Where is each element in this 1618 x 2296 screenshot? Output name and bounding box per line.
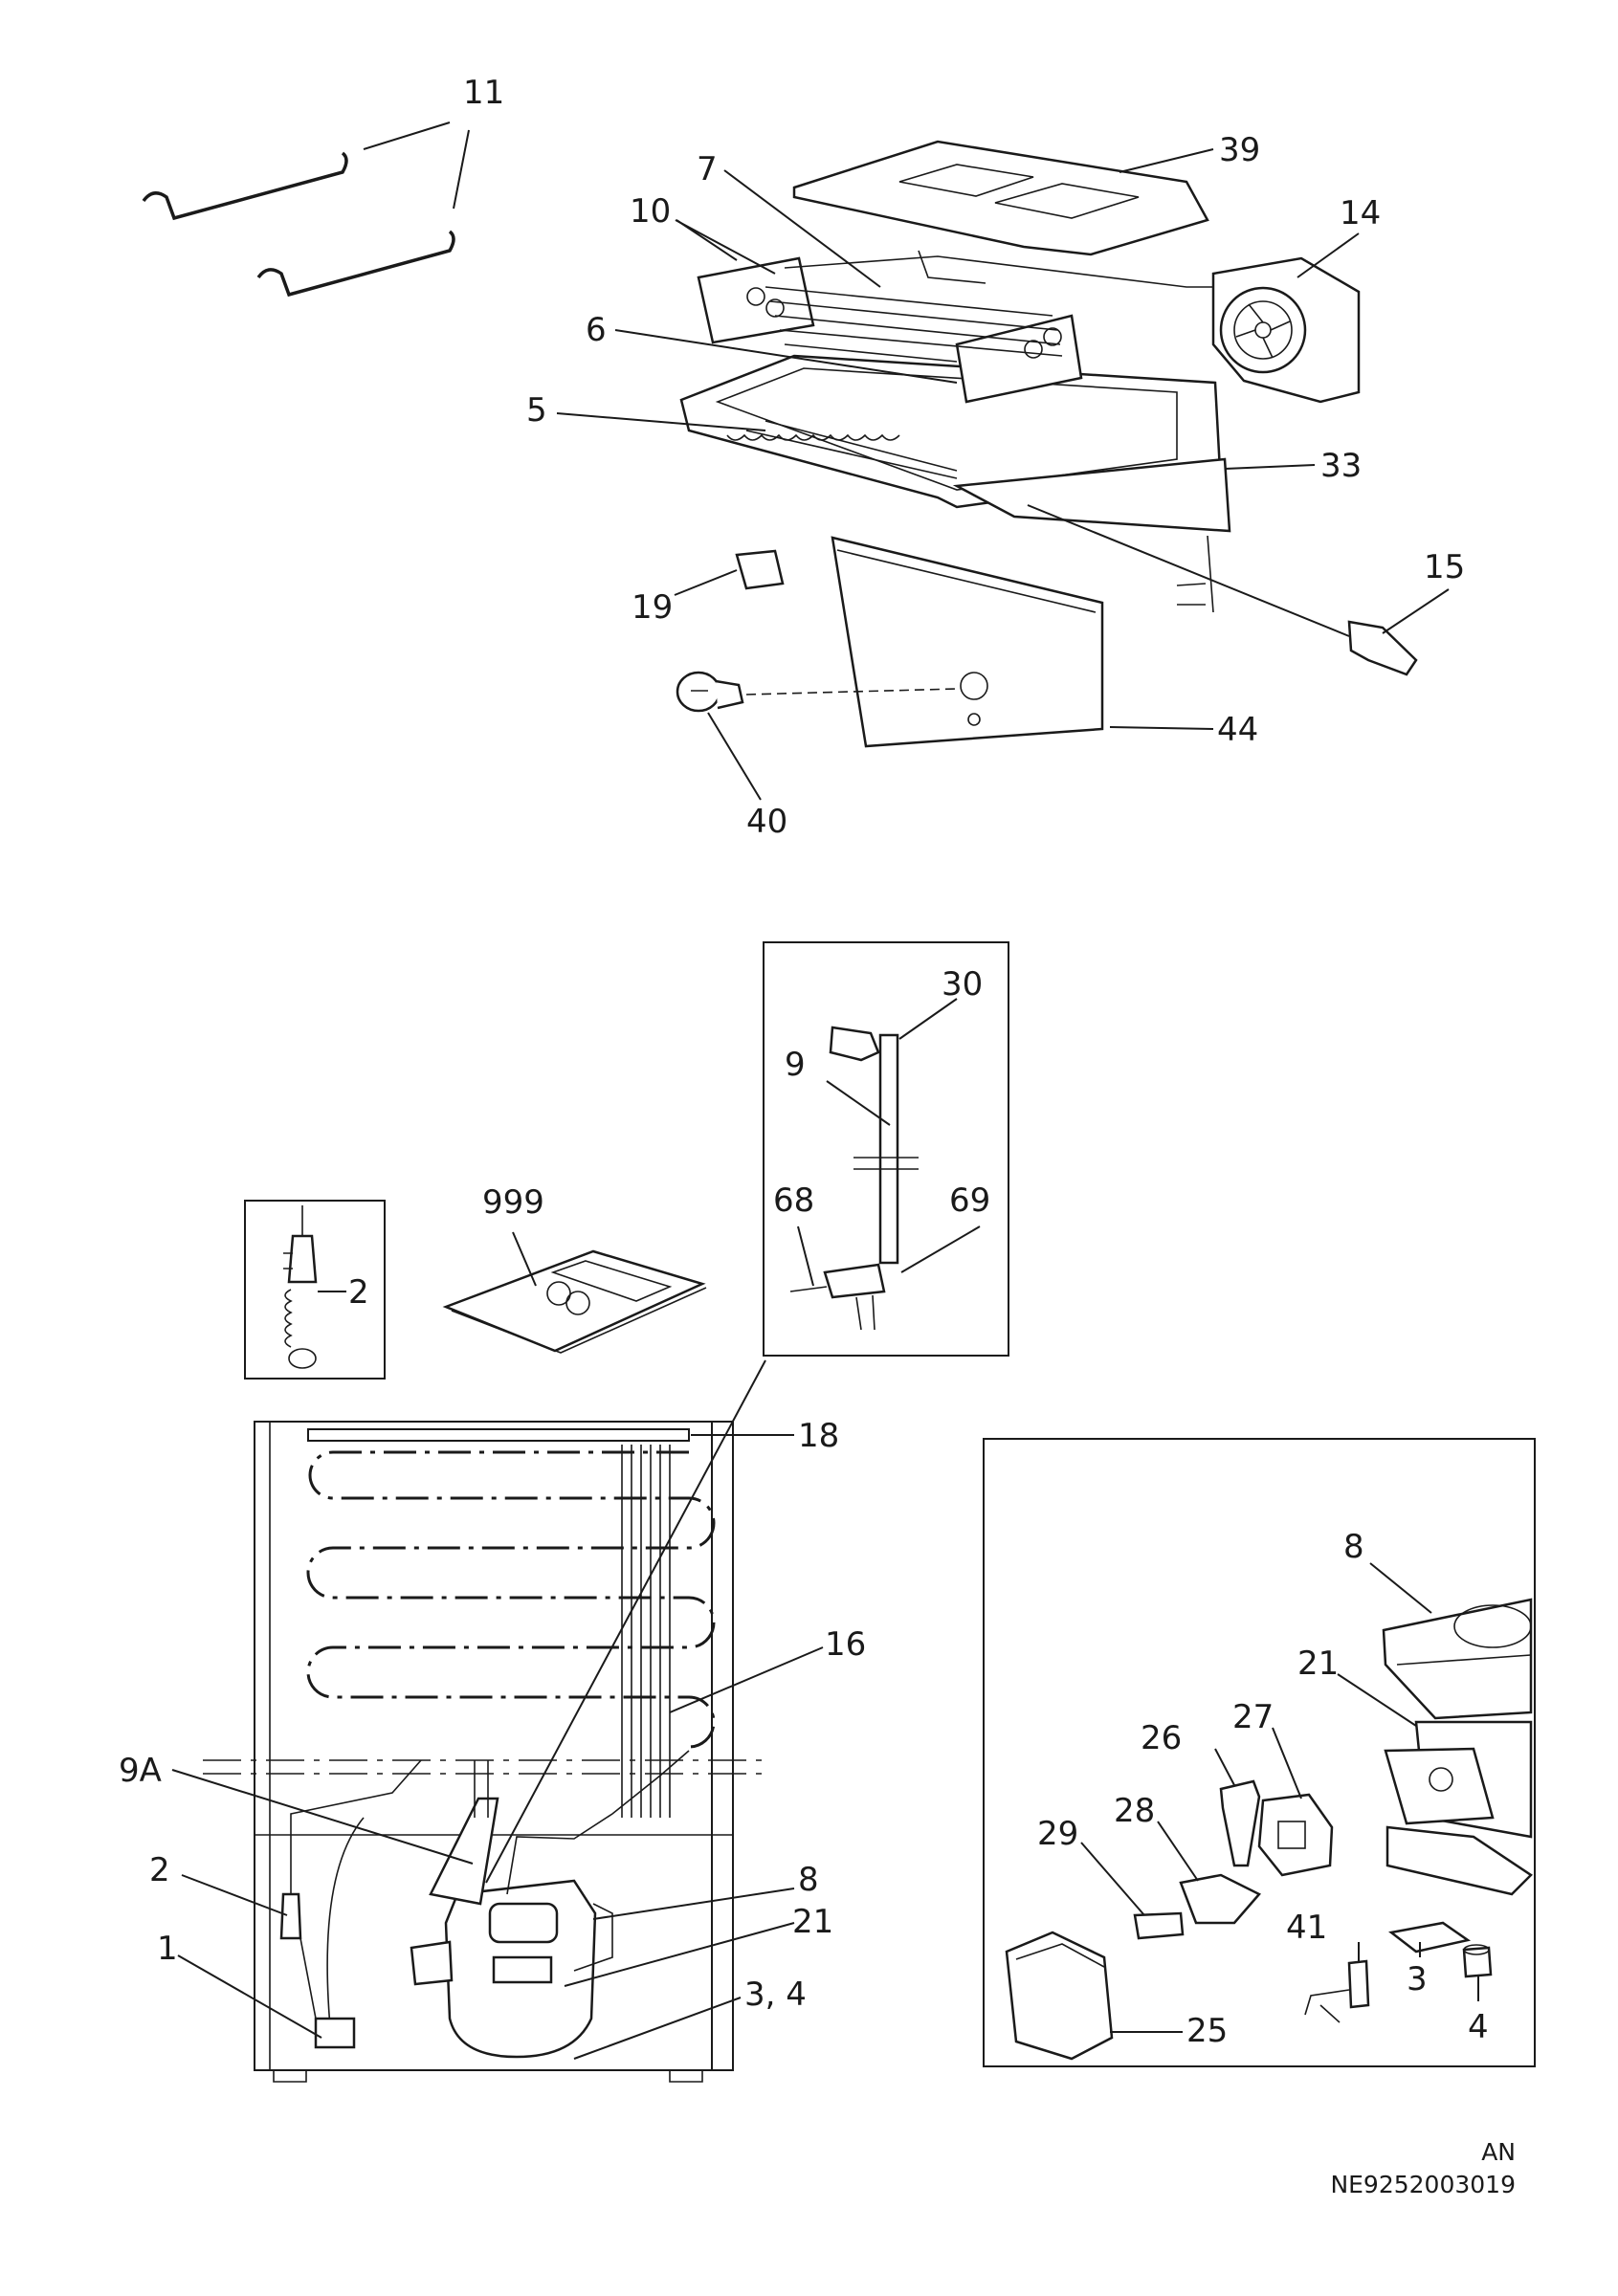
top-labels: 11 39 7 10 14 6 5 33 15 19 44 40 xyxy=(463,74,1465,841)
label-5: 5 xyxy=(526,391,547,430)
label-999: 999 xyxy=(482,1183,544,1222)
label-16: 16 xyxy=(825,1625,866,1664)
label-3-4: 3, 4 xyxy=(744,1976,807,2014)
evaporator-assembly xyxy=(142,121,1450,801)
evaporator-coil-part xyxy=(556,169,1215,431)
knob-part xyxy=(676,671,958,801)
label-9: 9 xyxy=(785,1046,806,1084)
label-26: 26 xyxy=(1141,1719,1182,1757)
footer-code-number: NE9252003019 xyxy=(1330,2171,1516,2198)
label-40: 40 xyxy=(746,803,787,841)
label-11: 11 xyxy=(463,74,504,112)
front-panel-part xyxy=(831,536,1214,748)
footer-codes: AN NE9252003019 xyxy=(1330,2138,1516,2198)
label-2: 2 xyxy=(149,1851,170,1889)
label-15: 15 xyxy=(1424,548,1465,586)
label-8: 8 xyxy=(798,1861,819,1899)
fan-housing-part xyxy=(1211,232,1361,404)
label-39: 39 xyxy=(1219,131,1260,169)
tube-inset: 30 9 68 69 xyxy=(763,941,1009,1357)
label-7: 7 xyxy=(697,150,718,188)
label-25: 25 xyxy=(1186,2012,1228,2050)
footer-code-an: AN xyxy=(1481,2138,1516,2166)
top-cover-part xyxy=(792,140,1214,256)
manual-booklet: 999 xyxy=(442,1183,707,1354)
thermostat-inset: 2 xyxy=(244,1200,386,1380)
compressor-electrical-inset: 8 21 26 27 28 29 41 3 4 25 xyxy=(983,1438,1536,2067)
label-41: 41 xyxy=(1286,1909,1327,1947)
label-9a: 9A xyxy=(119,1752,162,1790)
label-27: 27 xyxy=(1232,1698,1274,1736)
label-3: 3 xyxy=(1407,1960,1428,1998)
label-44: 44 xyxy=(1217,711,1258,749)
fridge-back-view xyxy=(171,1359,824,2083)
label-2-inset: 2 xyxy=(348,1273,369,1312)
label-4: 4 xyxy=(1468,2008,1489,2046)
label-69: 69 xyxy=(949,1181,990,1220)
label-8-inset: 8 xyxy=(1343,1528,1364,1566)
label-30: 30 xyxy=(942,965,983,1004)
label-33: 33 xyxy=(1320,447,1362,485)
label-14: 14 xyxy=(1340,194,1381,232)
label-21: 21 xyxy=(792,1903,833,1941)
drain-hose-part xyxy=(1027,504,1450,676)
label-1: 1 xyxy=(157,1930,178,1968)
shelf-wire-part xyxy=(142,121,470,298)
small-clip-part xyxy=(674,549,785,596)
label-10: 10 xyxy=(630,192,671,231)
back-view-labels: 18 16 9A 2 1 8 21 3, 4 xyxy=(119,1417,866,2014)
drip-tray-part xyxy=(679,354,1231,533)
label-19: 19 xyxy=(632,588,673,627)
label-21-inset: 21 xyxy=(1297,1645,1339,1683)
label-68: 68 xyxy=(773,1181,814,1220)
label-18: 18 xyxy=(798,1417,839,1455)
label-29: 29 xyxy=(1037,1815,1078,1853)
label-6: 6 xyxy=(586,311,607,349)
label-28: 28 xyxy=(1114,1792,1155,1830)
